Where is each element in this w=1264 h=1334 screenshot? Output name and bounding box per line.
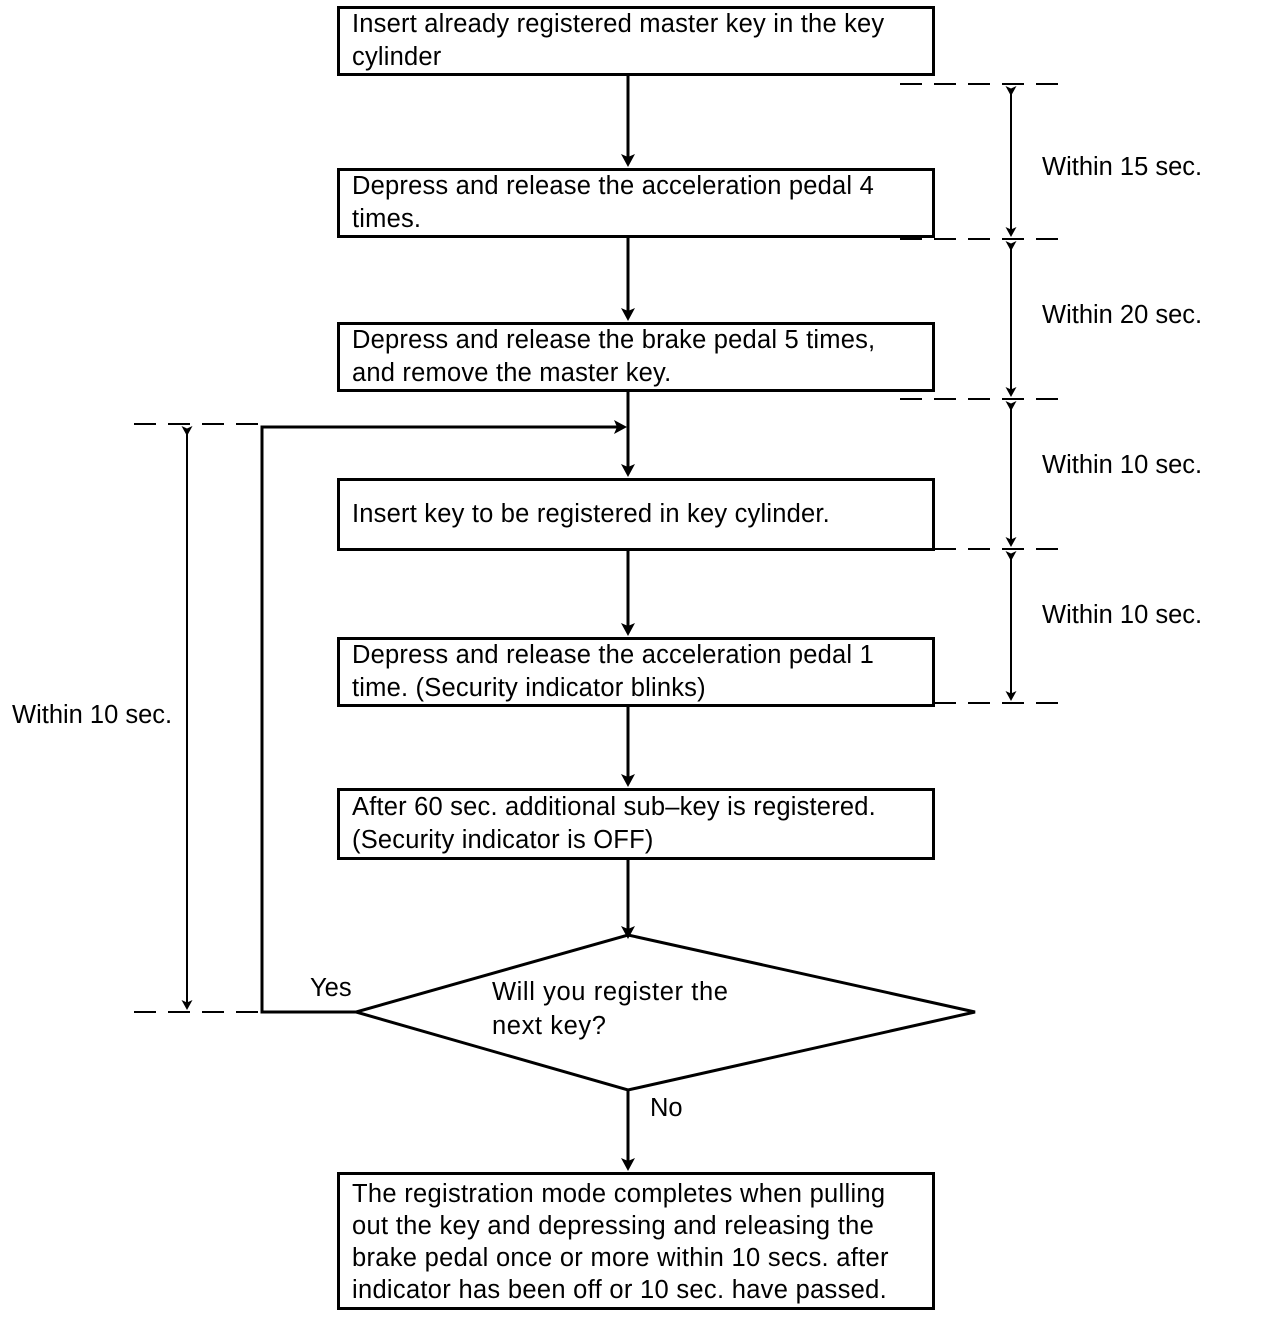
flow-node-step7: The registration mode completes when pul… (337, 1172, 935, 1310)
flow-node-step4: Insert key to be registered in key cylin… (337, 478, 935, 551)
flow-node-step3: Depress and release the brake pedal 5 ti… (337, 322, 935, 392)
flow-node-step5-text: Depress and release the acceleration ped… (352, 641, 874, 702)
timing-label-15sec: Within 15 sec. (1042, 153, 1203, 181)
flow-node-step1-text: Insert already registered master key in … (352, 10, 885, 71)
flow-node-step2: Depress and release the acceleration ped… (337, 168, 935, 238)
flow-node-step5: Depress and release the acceleration ped… (337, 637, 935, 707)
flow-node-step6-text: After 60 sec. additional sub–key is regi… (352, 793, 876, 854)
flow-node-step3-text: Depress and release the brake pedal 5 ti… (352, 326, 876, 387)
timing-label-10sec-a: Within 10 sec. (1042, 451, 1203, 479)
timing-label-10sec-left: Within 10 sec. (12, 701, 173, 729)
flow-node-step1: Insert already registered master key in … (337, 6, 935, 76)
branch-label-yes: Yes (310, 974, 352, 1002)
branch-label-no: No (650, 1094, 683, 1122)
flow-node-step6: After 60 sec. additional sub–key is regi… (337, 788, 935, 860)
flow-node-step4-text: Insert key to be registered in key cylin… (352, 500, 830, 528)
flow-node-step2-text: Depress and release the acceleration ped… (352, 172, 874, 233)
decision-node-text: Will you register the next key? (492, 978, 729, 1040)
timing-label-20sec: Within 20 sec. (1042, 301, 1203, 329)
timing-label-10sec-b: Within 10 sec. (1042, 601, 1203, 629)
flow-node-step7-text: The registration mode completes when pul… (352, 1180, 889, 1304)
